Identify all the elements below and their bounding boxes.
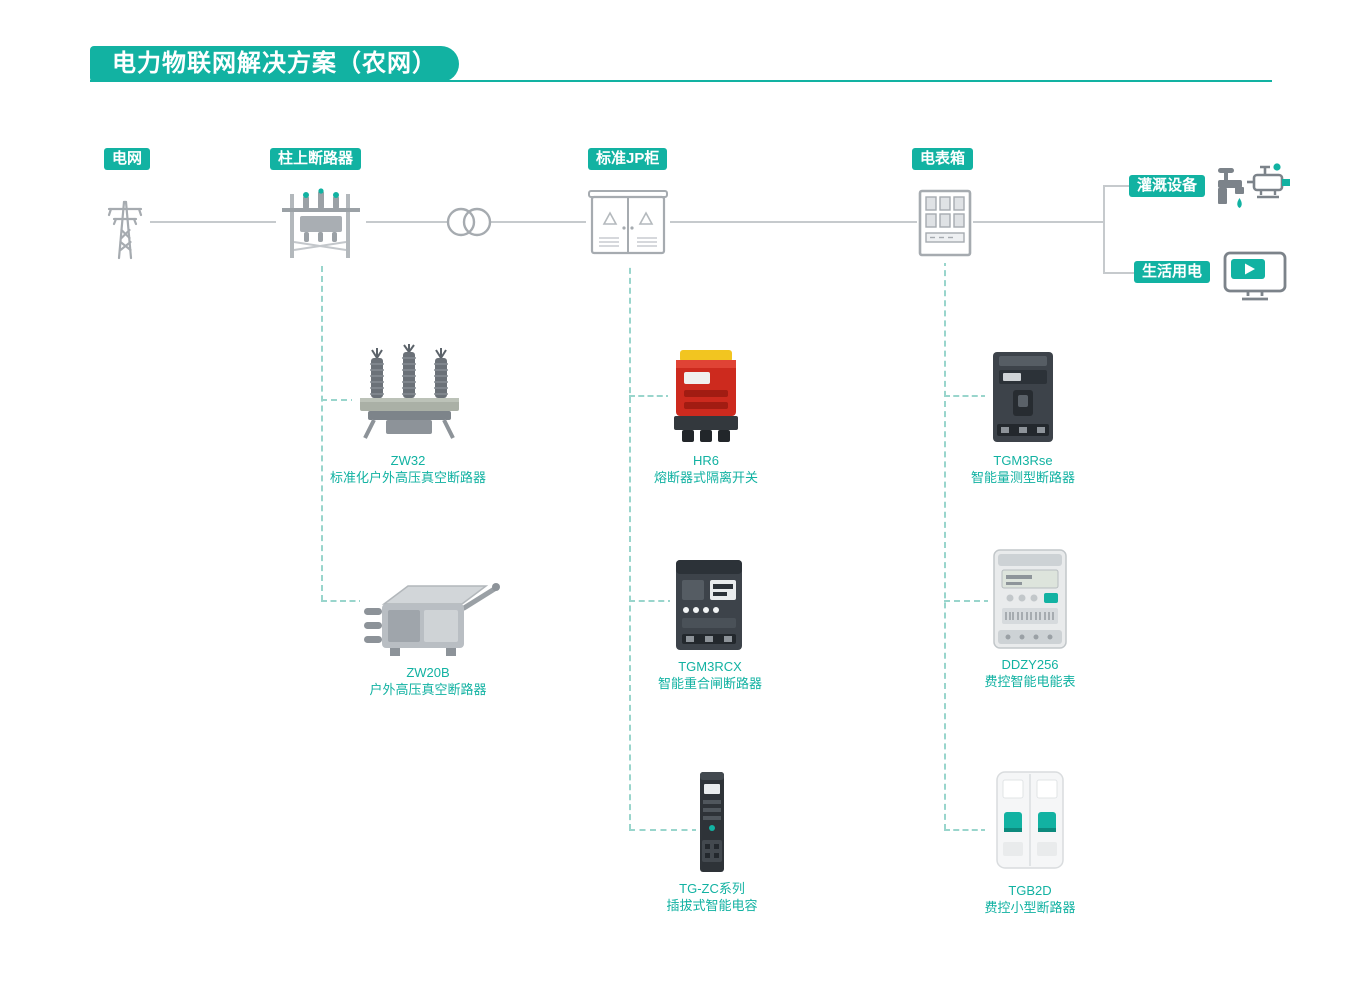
zw20b-svg xyxy=(364,583,500,656)
faucet-pump-svg xyxy=(1218,163,1290,208)
transmission-tower-icon xyxy=(100,192,150,265)
product-model-text: TGM3RCX xyxy=(678,659,742,674)
faucet-pump-icon xyxy=(1208,155,1293,222)
product-desc-text: 户外高压真空断路器 xyxy=(369,682,487,697)
product-label-zw20b: ZW20B 户外高压真空断路器 xyxy=(338,664,518,698)
product-desc-text: 智能重合闸断路器 xyxy=(657,676,762,691)
product-image-hr6 xyxy=(668,346,744,451)
product-image-zw32 xyxy=(352,344,467,451)
product-label-tgm3rcx: TGM3RCX 智能重合闸断路器 xyxy=(620,658,800,692)
product-desc-text: 智能量测型断路器 xyxy=(970,470,1075,485)
product-label-hr6: HR6 熔断器式隔离开关 xyxy=(616,452,796,486)
node-tag-grid: 电网 xyxy=(104,148,151,170)
node-tag-jp-cabinet: 标准JP柜 xyxy=(588,148,668,170)
jp-cabinet-icon xyxy=(586,186,670,265)
product-label-tgzc: TG-ZC系列 插拔式智能电容 xyxy=(622,880,802,914)
stub-line-tgm3rse xyxy=(944,395,987,397)
transformer-icon xyxy=(443,205,495,244)
tgm3rcx-svg xyxy=(676,560,742,650)
product-model-text: ZW20B xyxy=(406,665,450,680)
title-underline xyxy=(90,80,1272,82)
stub-line-hr6 xyxy=(629,395,672,397)
branch-line-irrigation xyxy=(1103,185,1131,187)
product-image-tgzc xyxy=(696,768,728,881)
branch-vertical-line xyxy=(1103,186,1105,274)
monitor-play-svg xyxy=(1223,251,1287,301)
product-model-text: HR6 xyxy=(692,453,719,468)
node-tag-meter-box: 电表箱 xyxy=(912,148,974,170)
transformer-svg xyxy=(446,207,492,237)
tgzc-svg xyxy=(700,772,724,872)
branch-line-household xyxy=(1103,272,1136,274)
product-desc-text: 熔断器式隔离开关 xyxy=(653,470,758,485)
stub-line-zw20b xyxy=(321,600,365,602)
tgm3rse-svg xyxy=(993,352,1053,442)
product-image-tgm3rcx xyxy=(670,556,748,659)
stub-line-ddzy256 xyxy=(944,600,990,602)
stub-line-tgb2d xyxy=(944,829,987,831)
stub-line-tgzc xyxy=(629,829,698,831)
product-image-tgm3rse xyxy=(985,348,1061,451)
jp-cabinet-svg xyxy=(588,190,668,255)
product-desc-text: 插拔式智能电容 xyxy=(666,898,758,913)
faucet-part xyxy=(1218,168,1244,208)
zw32-svg xyxy=(360,344,459,439)
product-image-zw20b xyxy=(360,574,500,667)
product-label-tgb2d: TGB2D 费控小型断路器 xyxy=(940,882,1120,916)
product-model-text: DDZY256 xyxy=(1001,657,1059,672)
product-model-text: ZW32 xyxy=(390,453,426,468)
stub-line-zw32 xyxy=(321,399,357,401)
meter-box-icon xyxy=(917,188,973,263)
pump-part xyxy=(1247,163,1290,199)
product-desc-text: 标准化户外高压真空断路器 xyxy=(329,470,486,485)
hr6-svg xyxy=(674,350,738,442)
product-desc-text: 费控小型断路器 xyxy=(984,900,1076,915)
node-tag-pole-breaker: 柱上断路器 xyxy=(270,148,362,170)
product-image-tgb2d xyxy=(985,768,1075,877)
product-label-tgm3rse: TGM3Rse 智能量测型断路器 xyxy=(933,452,1113,486)
product-desc-text: 费控智能电能表 xyxy=(984,674,1076,689)
product-image-ddzy256 xyxy=(988,546,1072,657)
pole-breaker-svg xyxy=(282,188,360,258)
product-label-zw32: ZW32 标准化户外高压真空断路器 xyxy=(318,452,498,486)
transmission-tower-svg xyxy=(107,200,143,260)
ddzy256-svg xyxy=(993,549,1067,649)
drop-line-jp-cabinet xyxy=(629,258,631,830)
drop-line-pole-breaker xyxy=(321,256,323,601)
product-label-ddzy256: DDZY256 费控智能电能表 xyxy=(940,656,1120,690)
endpoint-tag-irrigation: 灌溉设备 xyxy=(1129,175,1206,197)
product-model-text: TGB2D xyxy=(1008,883,1052,898)
stub-line-tgm3rcx xyxy=(629,600,674,602)
product-model-text: TGM3Rse xyxy=(993,453,1053,468)
page-title: 电力物联网解决方案（农网） xyxy=(90,46,459,82)
tgb2d-svg xyxy=(996,771,1064,869)
endpoint-tag-household: 生活用电 xyxy=(1134,261,1211,283)
drop-line-meter-box xyxy=(944,260,946,830)
pole-breaker-icon xyxy=(276,188,366,265)
meter-box-svg xyxy=(918,189,972,257)
monitor-play-icon xyxy=(1222,250,1288,310)
product-model-text: TG-ZC系列 xyxy=(679,881,745,896)
